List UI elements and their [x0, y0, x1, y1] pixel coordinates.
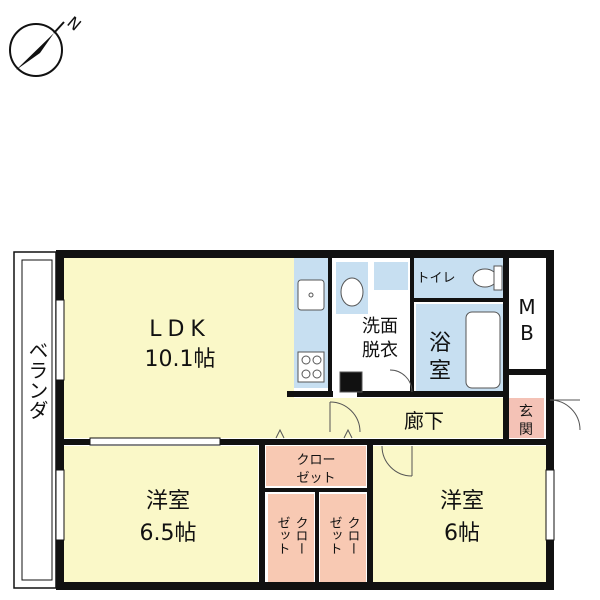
entrance-label-2: 関	[519, 422, 533, 438]
ldk-floor	[62, 258, 294, 438]
closet-left-col-1: クロー	[293, 516, 308, 555]
north-label: N	[63, 13, 84, 35]
western-left-name: 洋室	[146, 489, 190, 514]
western-right-size: 6帖	[444, 521, 480, 546]
closet-right	[320, 494, 366, 584]
closet-top-label-1: クロー	[296, 453, 335, 468]
hallway-label: 廊下	[404, 409, 444, 433]
bath-fixtures	[336, 262, 503, 393]
washroom-label-2: 脱衣	[362, 340, 398, 361]
western-right-floor	[372, 446, 548, 584]
veranda-railing	[21, 259, 53, 581]
bath-label-2: 室	[429, 359, 451, 384]
entrance-label-1: 玄	[519, 403, 533, 420]
closet-left	[268, 494, 314, 584]
closet-left-col-2: ゼット	[275, 516, 291, 555]
veranda-label: ベランダ	[25, 340, 49, 420]
kitchen-fixtures	[297, 279, 325, 383]
ldk-name: LDK	[149, 317, 211, 342]
hallway-floor	[292, 398, 504, 438]
closet-right-col-1: クロー	[345, 516, 360, 555]
washroom-label-1: 洗面	[362, 316, 398, 337]
ldk-size: 10.1帖	[145, 347, 216, 372]
entrance-floor	[508, 398, 544, 438]
doors	[275, 369, 581, 477]
closet-top	[266, 446, 366, 486]
toilet-label: トイレ	[416, 271, 455, 286]
closet-right-col-2: ゼット	[327, 516, 343, 555]
windows	[55, 299, 555, 541]
bath-label-1: 浴	[429, 331, 451, 356]
western-left-floor	[62, 446, 258, 584]
mb-label-1: M	[518, 295, 535, 319]
walls	[56, 250, 554, 590]
north-arrow-icon	[9, 21, 65, 77]
mb-floor	[508, 258, 548, 370]
closet-top-label-2: ゼット	[296, 471, 335, 486]
western-right-name: 洋室	[440, 489, 484, 514]
mb-label-2: B	[520, 321, 534, 345]
veranda	[13, 251, 57, 589]
western-left-size: 6.5帖	[140, 521, 197, 546]
